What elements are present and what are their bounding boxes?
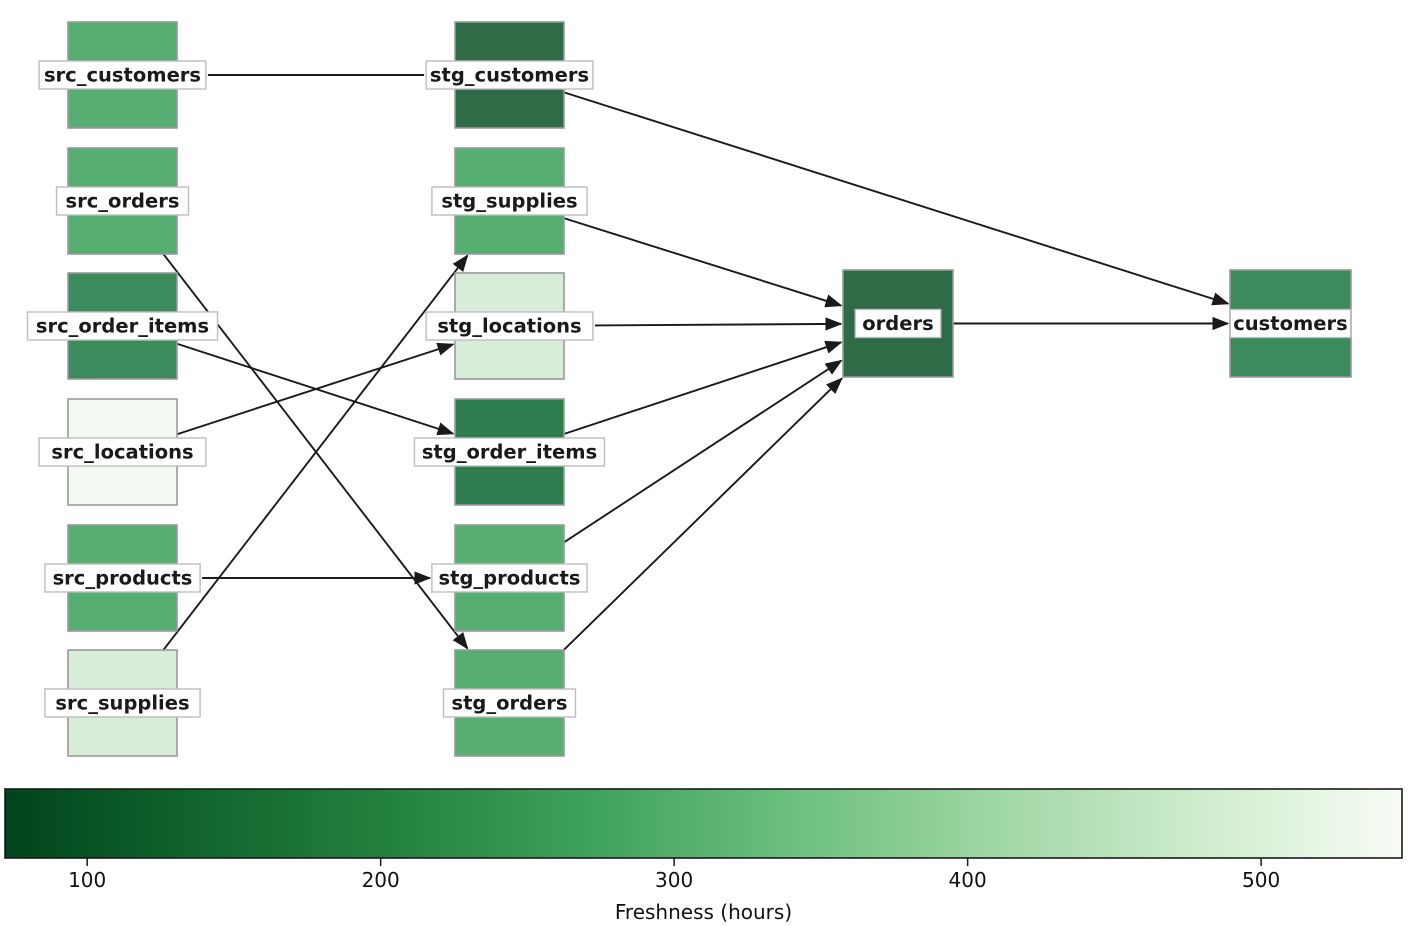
node-label-box-stg_products (431, 563, 588, 593)
edge-stg_orders-to-orders (524, 377, 843, 689)
node-label-box-src_products (44, 563, 201, 593)
node-stg_supplies[interactable]: stg_supplies (431, 147, 588, 255)
node-src_orders[interactable]: src_orders (55, 147, 190, 255)
edge-src_locations-to-stg_locations (167, 342, 455, 439)
colorbar-tick-label-300: 300 (655, 868, 693, 892)
colorbar-gradient-bar (5, 789, 1402, 858)
colorbar: 100 200 300 400 500 Freshness (hours) (4, 788, 1403, 924)
colorbar-tick-label-500: 500 (1242, 868, 1280, 892)
node-src_locations[interactable]: src_locations (38, 398, 207, 506)
node-stg_locations[interactable]: stg_locations (425, 272, 594, 380)
edge-stg_supplies-to-orders (555, 214, 843, 308)
node-stg_order_items[interactable]: stg_order_items (413, 398, 606, 506)
edges-layer (133, 74, 1230, 689)
node-label-stg_order_items: stg_order_items (422, 441, 597, 464)
node-label-box-stg_orders (442, 688, 577, 718)
node-label-box-stg_customers (425, 60, 594, 90)
node-label-box-stg_supplies (431, 186, 588, 216)
node-label-orders: orders (862, 312, 933, 335)
node-label-src_supplies: src_supplies (55, 692, 189, 715)
node-label-box-src_customers (38, 60, 207, 90)
node-label-stg_supplies: stg_supplies (441, 190, 577, 213)
node-label-box-orders (854, 308, 942, 339)
node-src_customers[interactable]: src_customers (38, 21, 207, 129)
node-src_products[interactable]: src_products (44, 524, 201, 632)
colorbar-frame (4, 788, 1403, 859)
node-src_order_items[interactable]: src_order_items (26, 272, 219, 380)
colorbar-tick-label-100: 100 (68, 868, 106, 892)
node-label-box-stg_locations (425, 311, 594, 341)
node-label-box-customers (1229, 308, 1352, 339)
node-label-customers: customers (1233, 312, 1348, 335)
node-label-stg_products: stg_products (439, 567, 581, 590)
node-label-src_locations: src_locations (51, 441, 193, 464)
edge-src_orders-to-stg_orders (133, 216, 469, 650)
colorbar-axis-label: Freshness (hours) (615, 900, 792, 924)
node-label-box-stg_order_items (413, 437, 606, 467)
node-label-stg_customers: stg_customers (430, 64, 589, 87)
nodes-layer: src_customers src_orders src_order_itemssr… (26, 21, 1352, 757)
node-label-src_customers: src_customers (44, 64, 201, 87)
node-label-src_order_items: src_order_items (36, 315, 209, 338)
node-label-box-src_supplies (44, 688, 201, 718)
node-stg_products[interactable]: stg_products (431, 524, 588, 632)
node-label-stg_locations: stg_locations (437, 315, 581, 338)
node-label-src_orders: src_orders (66, 190, 180, 213)
node-label-box-src_order_items (26, 311, 219, 341)
colorbar-ticks: 100 200 300 400 500 (68, 858, 1280, 892)
node-customers[interactable]: customers (1229, 269, 1352, 378)
node-stg_orders[interactable]: stg_orders (442, 649, 577, 757)
colorbar-tick-label-400: 400 (949, 868, 987, 892)
node-label-src_products: src_products (53, 567, 193, 590)
edge-stg_locations-to-orders (594, 317, 843, 331)
edge-src_supplies-to-stg_supplies (133, 254, 469, 688)
node-label-stg_orders: stg_orders (451, 692, 567, 715)
edge-stg_products-to-orders (532, 359, 843, 564)
node-label-box-src_locations (38, 437, 207, 467)
node-orders[interactable]: orders (842, 269, 954, 378)
node-src_supplies[interactable]: src_supplies (44, 649, 201, 757)
edge-src_order_items-to-stg_order_items (167, 339, 455, 436)
colorbar-tick-label-200: 200 (362, 868, 400, 892)
node-stg_customers[interactable]: stg_customers (425, 21, 594, 129)
edge-stg_customers-to-customers (555, 88, 1230, 306)
edge-stg_order_items-to-orders (553, 340, 843, 439)
node-label-box-src_orders (55, 186, 190, 216)
